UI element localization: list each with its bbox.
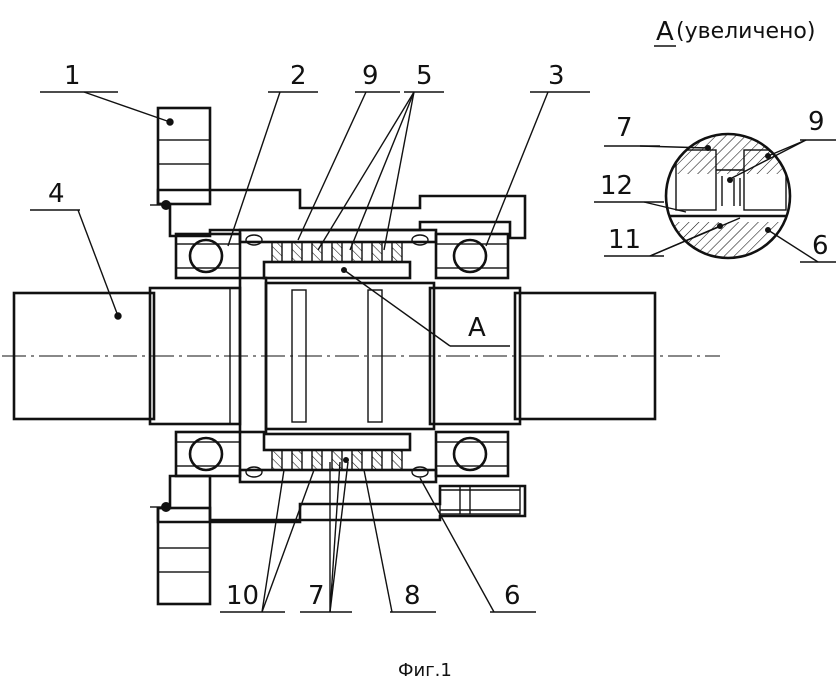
detail-callout-6: 6 bbox=[812, 231, 829, 261]
callout-3: 3 bbox=[548, 61, 565, 91]
sleeves bbox=[238, 228, 438, 484]
detail-callout-9: 9 bbox=[808, 107, 825, 137]
detail-callout-11: 11 bbox=[608, 225, 641, 255]
detail-callout-12: 12 bbox=[600, 171, 633, 201]
callout-10: 10 bbox=[226, 581, 259, 611]
detail-view-a: А (увеличено) 7 9 bbox=[594, 17, 836, 263]
bearings bbox=[174, 232, 510, 478]
callout-7: 7 bbox=[308, 581, 325, 611]
callout-8: 8 bbox=[404, 581, 421, 611]
shaft bbox=[12, 276, 657, 434]
callout-1: 1 bbox=[64, 61, 81, 91]
housing bbox=[150, 106, 527, 606]
section-marker-a: А bbox=[468, 313, 486, 343]
figure-caption: Фиг.1 bbox=[398, 660, 452, 681]
callout-6: 6 bbox=[504, 581, 521, 611]
detail-title-letter: А bbox=[656, 17, 674, 47]
callout-4: 4 bbox=[48, 179, 65, 209]
callout-2: 2 bbox=[290, 61, 307, 91]
detail-title-note: (увеличено) bbox=[676, 19, 815, 44]
callout-5: 5 bbox=[416, 61, 433, 91]
callout-9: 9 bbox=[362, 61, 379, 91]
detail-callout-7: 7 bbox=[616, 113, 633, 143]
leader-lines bbox=[30, 91, 590, 613]
